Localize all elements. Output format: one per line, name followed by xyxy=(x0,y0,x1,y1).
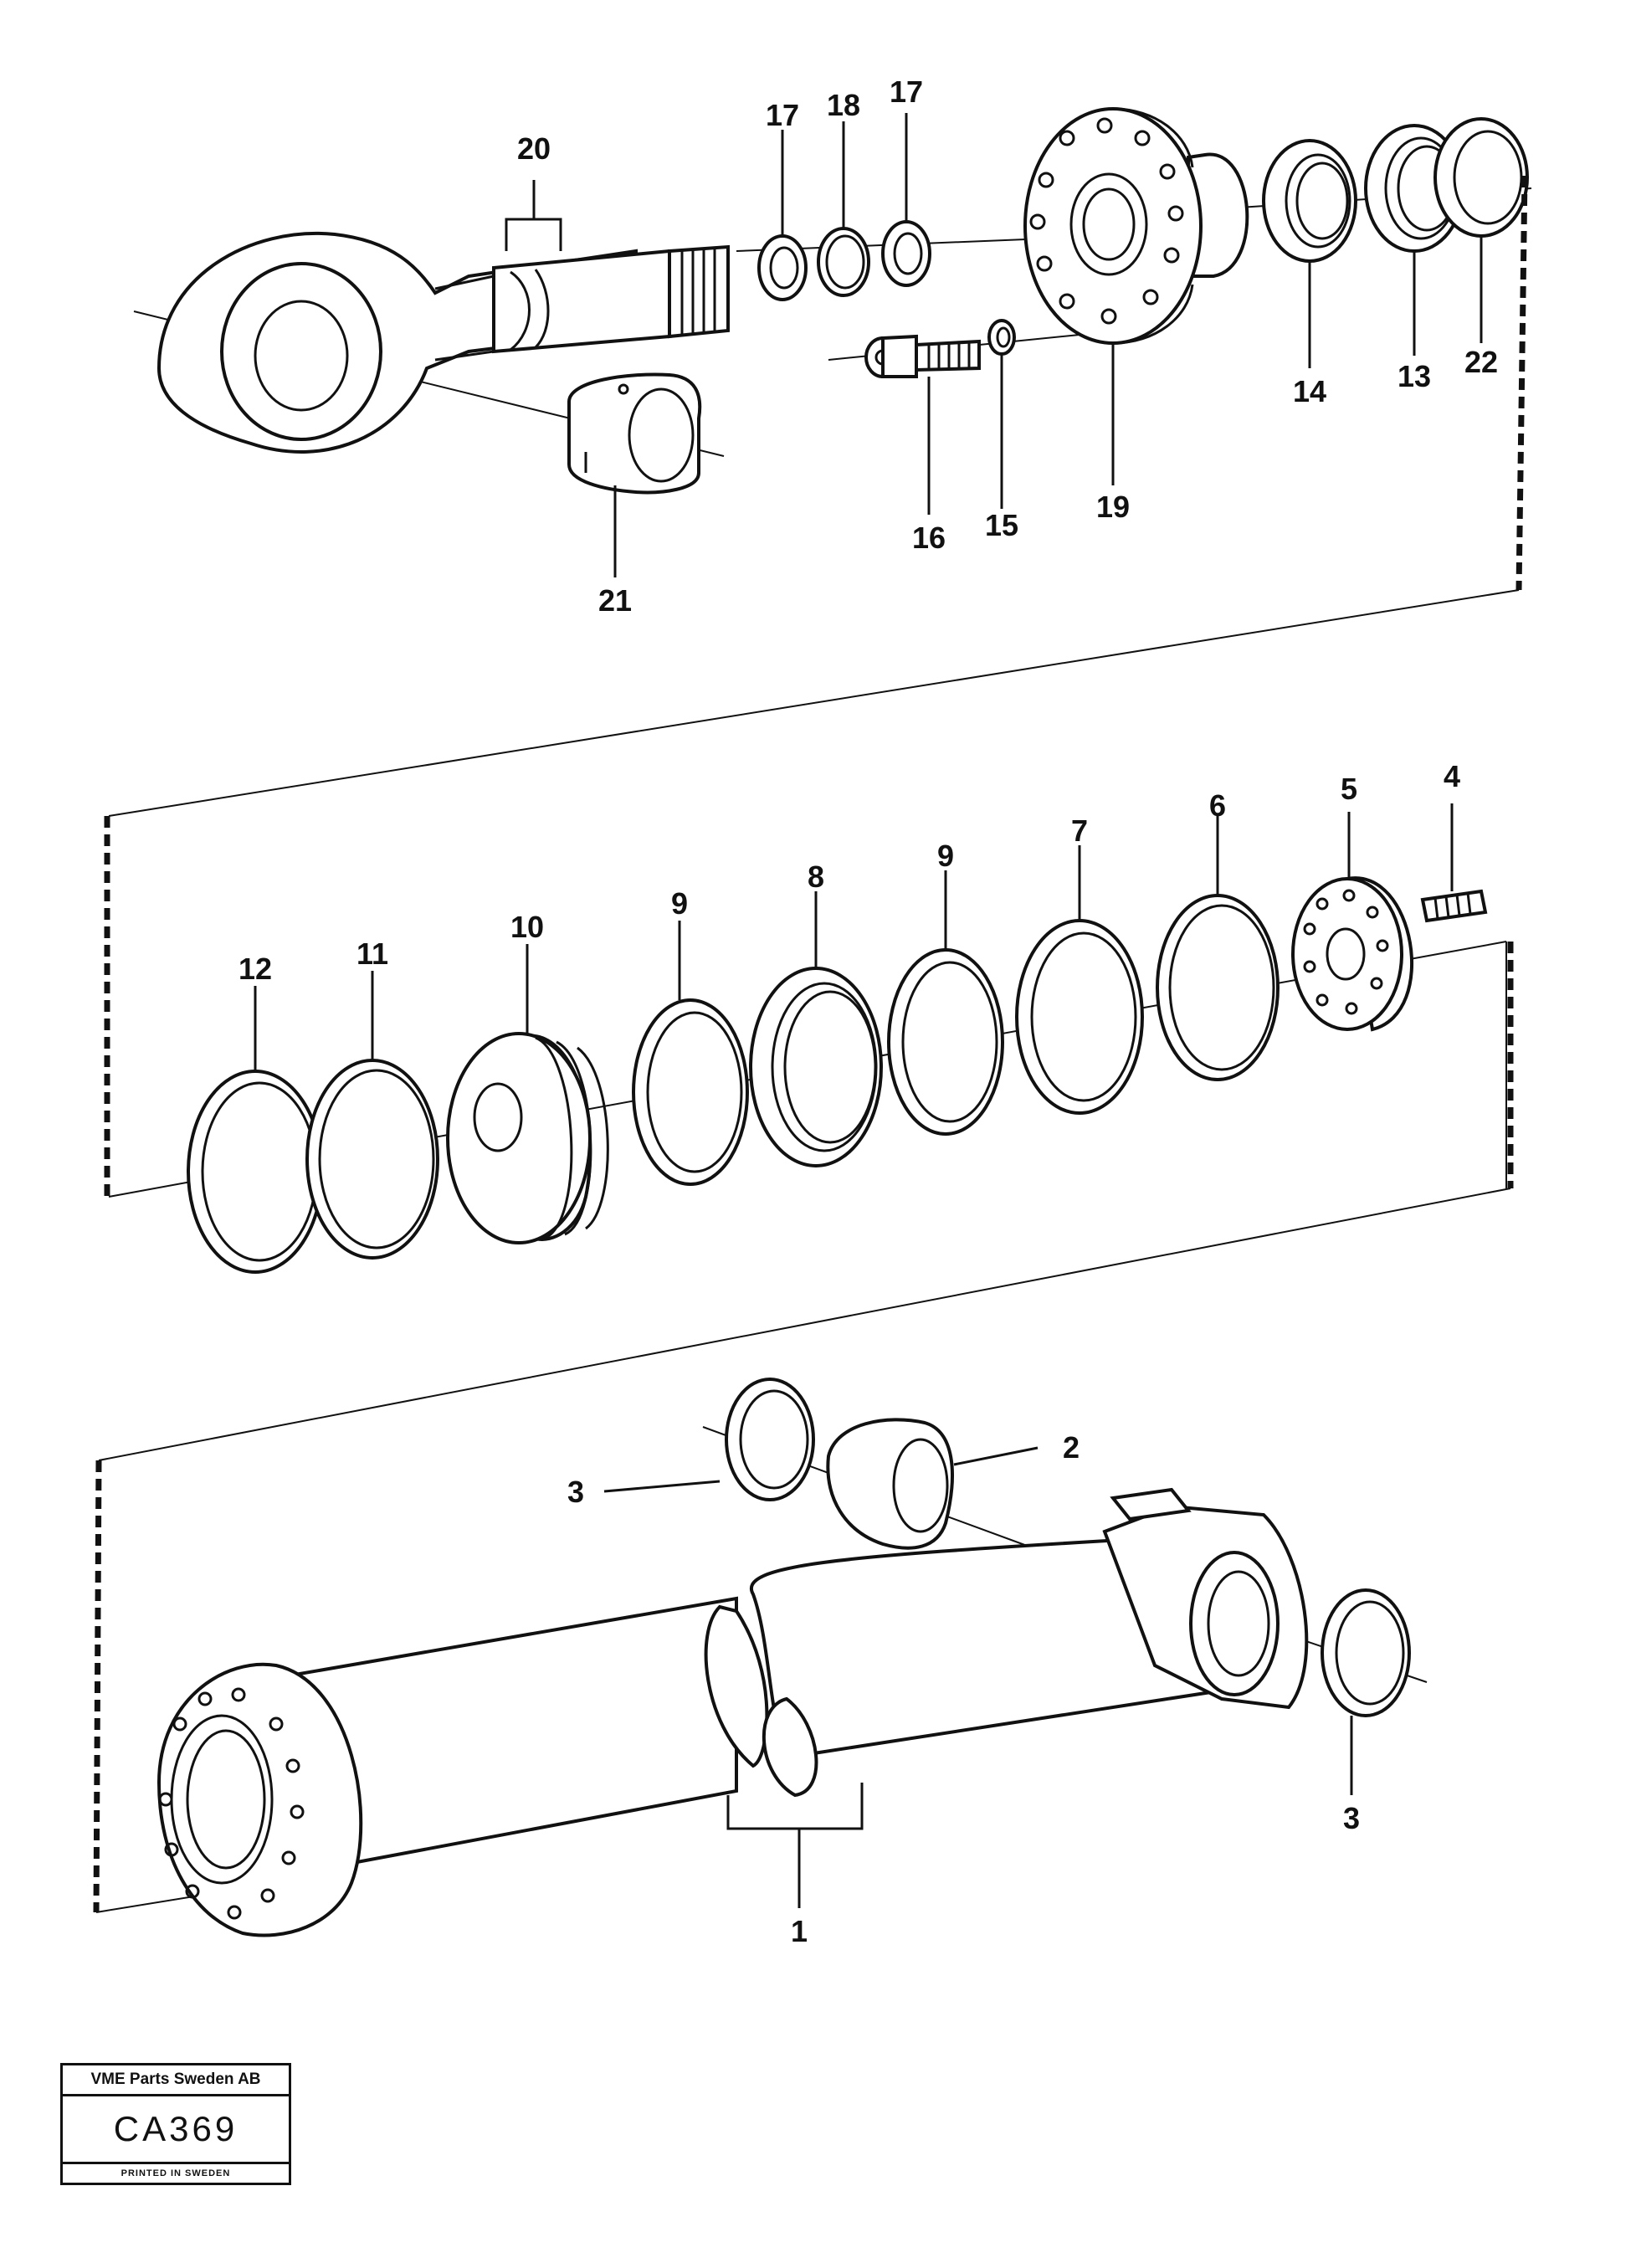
callout-3a: 3 xyxy=(567,1475,584,1509)
cylinder-head xyxy=(1023,107,1249,345)
callout-18: 18 xyxy=(827,88,860,122)
lock-washer xyxy=(987,319,1016,356)
callout-3b: 3 xyxy=(1343,1801,1360,1835)
callout-20: 20 xyxy=(517,131,551,166)
callout-13: 13 xyxy=(1398,359,1431,393)
publisher-stamp: VME Parts Sweden AB CA369 PRINTED IN SWE… xyxy=(60,2063,291,2185)
retaining-ring-right xyxy=(1321,1588,1411,1717)
stamp-company: VME Parts Sweden AB xyxy=(63,2065,289,2096)
callout-2: 2 xyxy=(1063,1430,1080,1465)
callout-5: 5 xyxy=(1341,772,1357,806)
top-section xyxy=(133,107,1532,577)
piston-nut xyxy=(1291,876,1414,1032)
socket-bolt xyxy=(864,334,981,378)
callout-14: 14 xyxy=(1293,374,1326,408)
callout-4: 4 xyxy=(1444,759,1460,793)
callout-19: 19 xyxy=(1096,490,1130,524)
callout-17b: 17 xyxy=(890,74,923,109)
stamp-printed: PRINTED IN SWEDEN xyxy=(63,2162,289,2183)
piston-rod-eye xyxy=(156,231,730,454)
cylinder-tube xyxy=(156,1487,1309,1937)
stamp-code: CA369 xyxy=(113,2109,238,2148)
callout-16: 16 xyxy=(912,521,946,555)
seal-ring-7 xyxy=(1015,919,1144,1115)
seal-ring-17b xyxy=(881,220,931,287)
o-ring-11 xyxy=(305,1059,439,1260)
callout-7: 7 xyxy=(1071,813,1088,848)
backup-ring-12 xyxy=(187,1070,324,1274)
callout-15: 15 xyxy=(985,508,1018,542)
guide-ring-9a xyxy=(632,998,749,1186)
seal-ring-18 xyxy=(817,227,870,297)
callout-22: 22 xyxy=(1464,345,1498,379)
piston xyxy=(446,1032,609,1244)
o-ring-6 xyxy=(1156,894,1280,1081)
callout-6: 6 xyxy=(1209,788,1226,823)
callout-17a: 17 xyxy=(766,98,799,132)
piston-seal-8 xyxy=(749,967,883,1167)
bottom-section xyxy=(95,1378,1428,1937)
retaining-ring-upper xyxy=(725,1378,815,1501)
callout-12: 12 xyxy=(238,952,272,986)
seal-ring-17a xyxy=(757,234,808,301)
set-screw xyxy=(1420,889,1488,923)
bearing-bushing xyxy=(826,1418,954,1550)
guide-ring-9b xyxy=(887,948,1004,1136)
callout-21: 21 xyxy=(598,583,632,618)
callout-9b: 9 xyxy=(937,839,954,873)
middle-section xyxy=(108,803,1514,1274)
guide-ring xyxy=(1433,117,1529,238)
dashed-link-top xyxy=(1515,175,1528,591)
wiper-seal xyxy=(1262,139,1357,263)
callout-1: 1 xyxy=(791,1914,808,1948)
callout-labels: 20 17 18 17 14 13 22 16 15 19 21 5 4 6 7… xyxy=(238,74,1498,1948)
dashed-link-left-bottom xyxy=(93,1460,102,1913)
bushing-part xyxy=(567,372,702,495)
callout-11: 11 xyxy=(356,936,388,971)
callout-8: 8 xyxy=(808,859,824,894)
callout-10: 10 xyxy=(510,910,544,944)
callout-9a: 9 xyxy=(671,886,688,921)
